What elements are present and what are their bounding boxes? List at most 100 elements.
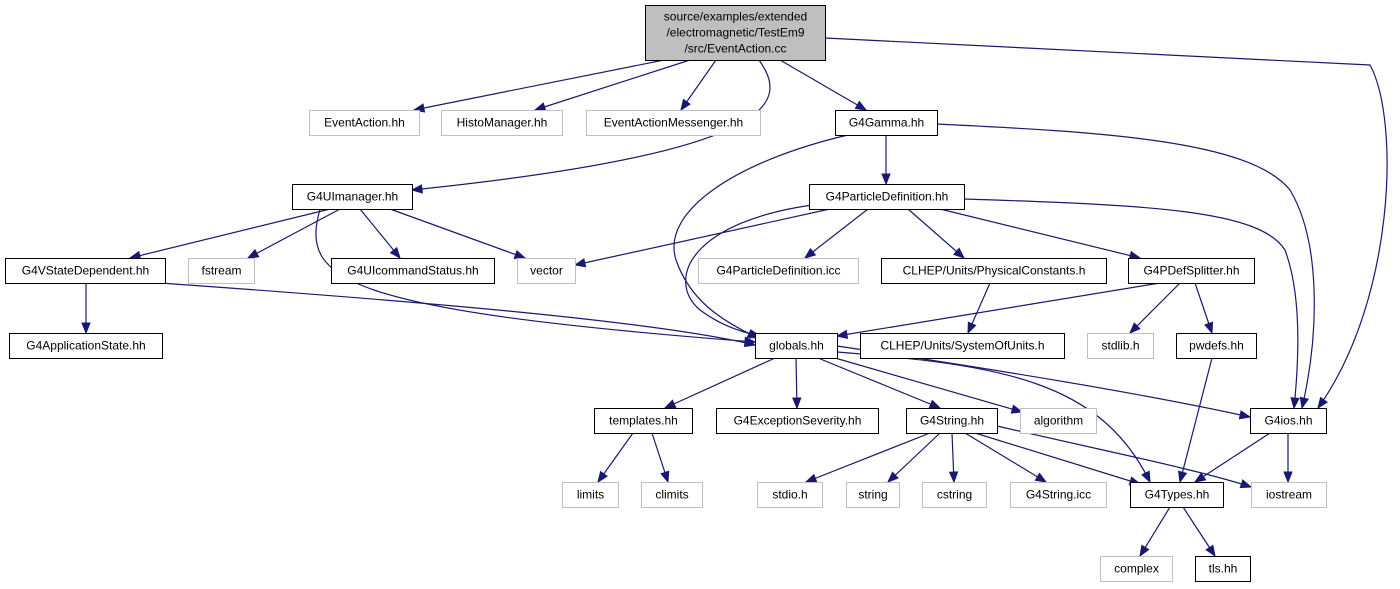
- node-root[interactable]: source/examples/extended/electromagnetic…: [645, 5, 826, 61]
- node-label: complex: [1114, 562, 1159, 576]
- edge-g4string_hh-to-iostream: [996, 425, 1253, 489]
- edge-g4pdefsplitter_hh-to-pwdefs_hh: [1194, 282, 1214, 335]
- node-label: G4Gamma.hh: [849, 116, 924, 130]
- node-globals-hh[interactable]: globals.hh: [755, 333, 838, 359]
- arrowhead-icon: [1204, 321, 1214, 335]
- edge-g4gamma_hh-to-g4particledefinition_hh: [881, 135, 891, 186]
- edge-pwdefs_hh-to-g4types_hh: [1178, 357, 1213, 484]
- arrowhead-icon: [1283, 471, 1293, 484]
- edge-globals_hh-to-algorithm: [834, 357, 1024, 414]
- node-fstream: fstream: [188, 258, 255, 284]
- node-box: [9, 333, 163, 359]
- arrowhead-icon: [881, 173, 891, 186]
- edge-g4types_hh-to-tls_hh: [1182, 506, 1216, 558]
- node-box: [594, 408, 693, 434]
- node-label: string: [858, 488, 887, 502]
- arrowhead-icon: [1193, 472, 1207, 483]
- node-g4particledefinition-hh[interactable]: G4ParticleDefinition.hh: [809, 184, 965, 210]
- arrowhead-icon: [1139, 544, 1150, 558]
- node-label: cstring: [937, 488, 972, 502]
- node-box: [645, 5, 826, 61]
- node-climits: climits: [641, 482, 703, 508]
- node-g4applicationstate-hh[interactable]: G4ApplicationState.hh: [9, 333, 163, 359]
- node-string: string: [846, 482, 900, 508]
- arrowhead-icon: [1299, 396, 1309, 410]
- node-g4ios-hh[interactable]: G4ios.hh: [1250, 408, 1327, 434]
- node-box: [860, 333, 1065, 359]
- node-box: [1130, 482, 1224, 508]
- node-label: G4String.hh: [920, 414, 984, 428]
- arrowhead-icon: [680, 98, 691, 112]
- edge-line: [936, 123, 1315, 409]
- node-box: [846, 482, 900, 508]
- arrowhead-icon: [1141, 470, 1151, 484]
- edge-line: [804, 208, 869, 259]
- arrowhead-icon: [1034, 472, 1048, 483]
- edge-line: [389, 208, 526, 259]
- node-g4string-hh[interactable]: G4String.hh: [906, 408, 998, 434]
- node-label: iostream: [1266, 488, 1312, 502]
- edge-root-to-eventactionmessenger_hh: [680, 59, 717, 112]
- edge-line: [534, 59, 691, 111]
- node-pwdefs-hh[interactable]: pwdefs.hh: [1176, 333, 1257, 359]
- node-box: [1195, 556, 1251, 582]
- node-box: [1176, 333, 1257, 359]
- edge-line: [939, 208, 1141, 259]
- node-physicalconstants-h[interactable]: CLHEP/Units/PhysicalConstants.h: [881, 258, 1107, 284]
- arrowhead-icon: [1129, 322, 1141, 334]
- node-label: G4ExceptionSeverity.hh: [734, 414, 862, 428]
- node-label: G4UImanager.hh: [307, 190, 398, 204]
- arrowhead-icon: [1317, 396, 1328, 410]
- edge-g4string_hh-to-g4types_hh: [974, 432, 1142, 486]
- edge-g4vstatedependent_hh-to-globals_hh: [159, 282, 757, 348]
- node-label: stdlib.h: [1101, 339, 1139, 353]
- node-label: G4ParticleDefinition.icc: [716, 264, 840, 278]
- edge-root-to-histomanager_hh: [533, 59, 691, 112]
- edge-line: [1129, 282, 1181, 334]
- node-g4vstatedependent-hh[interactable]: G4VStateDependent.hh: [5, 258, 166, 284]
- edge-globals_hh-to-g4exceptionseverity_hh: [792, 357, 802, 410]
- node-label: /src/EventAction.cc: [684, 42, 786, 56]
- arrowhead-icon: [573, 258, 587, 268]
- node-systemofunits-h[interactable]: CLHEP/Units/SystemOfUnits.h: [860, 333, 1065, 359]
- node-box: [1250, 408, 1327, 434]
- node-label: HistoManager.hh: [457, 116, 548, 130]
- edge-line: [1179, 357, 1213, 483]
- node-g4uicommandstatus-hh[interactable]: G4UIcommandStatus.hh: [331, 258, 495, 284]
- edge-line: [574, 208, 831, 266]
- node-eventactionmessenger-hh: EventActionMessenger.hh: [586, 110, 761, 136]
- arrowhead-icon: [948, 471, 959, 484]
- arrowhead-icon: [663, 399, 677, 409]
- node-label: G4VStateDependent.hh: [22, 264, 149, 278]
- edge-line: [673, 134, 849, 339]
- edge-physicalconstants_h-to-systemofunits_h: [967, 282, 991, 335]
- node-templates-hh[interactable]: templates.hh: [594, 408, 693, 434]
- node-box: [1010, 482, 1107, 508]
- arrowhead-icon: [803, 247, 817, 259]
- node-label: G4UIcommandStatus.hh: [347, 264, 478, 278]
- node-label: CLHEP/Units/SystemOfUnits.h: [880, 339, 1044, 353]
- edge-g4gamma_hh-to-g4ios_hh: [936, 123, 1315, 410]
- node-g4types-hh[interactable]: G4Types.hh: [1130, 482, 1224, 508]
- node-label: algorithm: [1034, 414, 1083, 428]
- edge-globals_hh-to-templates_hh: [663, 357, 776, 409]
- node-g4gamma-hh[interactable]: G4Gamma.hh: [835, 110, 938, 136]
- node-stdlib-h: stdlib.h: [1087, 333, 1154, 359]
- node-box: [1020, 408, 1097, 434]
- edge-line: [836, 282, 1161, 337]
- node-g4uimanager-hh[interactable]: G4UImanager.hh: [292, 184, 413, 210]
- arrowhead-icon: [1205, 544, 1216, 558]
- edge-g4uimanager_hh-to-vector: [389, 208, 527, 259]
- edge-root-to-eventaction_hh: [412, 59, 665, 113]
- arrowhead-icon: [928, 399, 942, 409]
- arrowhead-icon: [597, 470, 608, 484]
- node-iostream: iostream: [1251, 482, 1327, 508]
- node-label: /electromagnetic/TestEm9: [666, 26, 804, 40]
- node-tls-hh[interactable]: tls.hh: [1195, 556, 1251, 582]
- node-g4pdefsplitter-hh[interactable]: G4PDefSplitter.hh: [1128, 258, 1255, 284]
- edge-line: [1194, 432, 1271, 483]
- node-label: G4ParticleDefinition.hh: [826, 190, 949, 204]
- edge-line: [887, 432, 941, 483]
- edge-g4string_hh-to-cstring: [948, 432, 959, 484]
- node-g4exceptionseverity-hh[interactable]: G4ExceptionSeverity.hh: [716, 408, 879, 434]
